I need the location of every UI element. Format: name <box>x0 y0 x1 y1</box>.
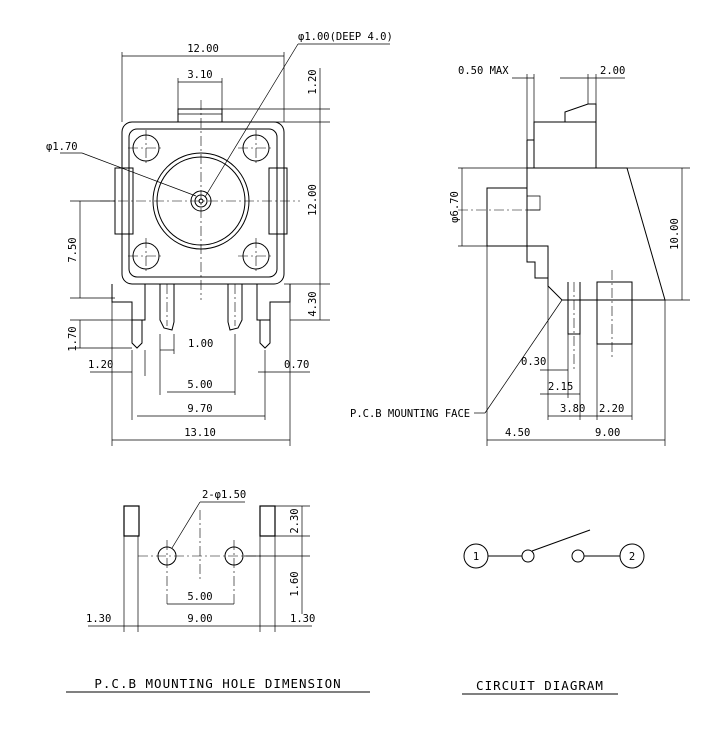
side-tab-right <box>268 167 288 235</box>
circuit-diagram: 1 2 CIRCUIT DIAGRAM <box>462 529 645 695</box>
terminal-2-label: 2 <box>629 551 635 563</box>
dim-corner-hole: φ1.70 <box>46 141 78 153</box>
dim-pin-spacing: 5.00 <box>187 379 212 391</box>
dim-hole-depth: φ1.00(DEEP 4.0) <box>298 31 393 43</box>
dim-span-b: 2.20 <box>599 403 624 415</box>
pcb-title: P.C.B MOUNTING HOLE DIMENSION <box>94 676 341 691</box>
dim-left: 4.50 <box>505 427 530 439</box>
dim-dia: φ6.70 <box>449 191 461 223</box>
dim-span-a: 3.80 <box>560 403 585 415</box>
terminal-2 <box>619 543 645 569</box>
dim-actuator-height: 1.20 <box>307 69 319 94</box>
center-pin-left <box>159 284 175 331</box>
switch-contact-left <box>521 549 535 563</box>
dim-top: 2.00 <box>600 65 625 77</box>
dim-right: 9.00 <box>595 427 620 439</box>
actuator-top <box>177 108 223 123</box>
dim-left-offset: 1.20 <box>88 359 113 371</box>
side-actuator <box>486 187 528 247</box>
dim-pin: 2.15 <box>548 381 573 393</box>
dim-pin-width: 1.00 <box>188 338 213 350</box>
dim-width: 12.00 <box>187 43 219 55</box>
pcb-slot-left <box>123 505 140 537</box>
dim-hole-spacing: 5.00 <box>187 591 212 603</box>
dim-gap: 0.30 <box>521 356 546 368</box>
switch-body-inner <box>128 128 278 278</box>
dim-terminal-height: 4.30 <box>307 291 319 316</box>
side-pin-block <box>596 281 633 345</box>
front-view: 12.00 3.10 φ1.00(DEEP 4.0) φ1.70 1.20 12… <box>46 31 393 446</box>
dim-body-height: 12.00 <box>307 184 319 216</box>
dim-left-margin: 1.30 <box>86 613 111 625</box>
dim-slot-height: 2.30 <box>289 508 301 533</box>
dim-right-margin: 1.30 <box>290 613 315 625</box>
switch-lever <box>531 529 591 552</box>
dim-tab: 1.70 <box>67 326 79 351</box>
pcb-face-label: P.C.B MOUNTING FACE <box>350 408 470 420</box>
center-pin-right <box>227 284 243 331</box>
dim-actuator-width: 3.10 <box>187 69 212 81</box>
pcb-hole-layout: 2-φ1.50 2.30 1.60 5.00 1.30 9.00 1.30 P.… <box>66 489 370 693</box>
dim-max: 0.50 MAX <box>458 65 509 77</box>
dim-total-width: 13.10 <box>184 427 216 439</box>
dim-height: 10.00 <box>669 218 681 250</box>
dim-outer-span: 9.70 <box>187 403 212 415</box>
dim-hole: 2-φ1.50 <box>202 489 246 501</box>
circuit-title: CIRCUIT DIAGRAM <box>476 678 604 693</box>
dim-right-offset: 0.70 <box>284 359 309 371</box>
dim-center-span: 9.00 <box>187 613 212 625</box>
dim-offset: 7.50 <box>67 237 79 262</box>
pcb-slot-right <box>259 505 276 537</box>
dim-vertical: 1.60 <box>289 571 301 596</box>
terminal-1-label: 1 <box>473 551 479 563</box>
switch-contact-right <box>571 549 585 563</box>
side-body <box>526 167 666 301</box>
side-view: 0.50 MAX 2.00 φ6.70 10.00 0.30 2.15 3.80… <box>350 65 690 446</box>
